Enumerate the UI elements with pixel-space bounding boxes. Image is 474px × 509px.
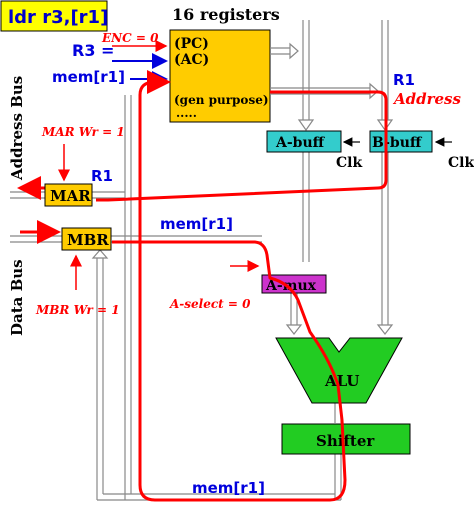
gen-purpose-label: (gen purpose) xyxy=(174,93,269,107)
r3-label: R3 xyxy=(72,41,95,60)
title-box xyxy=(0,0,108,32)
shifter xyxy=(281,423,411,455)
register-file xyxy=(169,29,271,123)
vertical-buses xyxy=(91,20,394,501)
mbr-wr-label: MBR Wr = 1 xyxy=(35,303,120,317)
pc-label: (PC) xyxy=(174,36,209,52)
r3-equals: = xyxy=(101,41,114,60)
enc-label: ENC = 0 xyxy=(101,31,159,45)
mar-label: MAR xyxy=(50,187,91,205)
memr1-bottom-label: mem[r1] xyxy=(192,479,265,497)
mbr-label: MBR xyxy=(67,231,109,249)
memr1-left-label: mem[r1] xyxy=(52,68,125,86)
a-buff xyxy=(266,130,342,153)
r1-top-label: R1 xyxy=(393,71,415,89)
alu-label: ALU xyxy=(324,372,359,390)
title-text: ldr r3,[r1] xyxy=(8,7,108,28)
a-select-label: A-select = 0 xyxy=(169,297,251,311)
clk-a-label: Clk xyxy=(336,155,362,171)
data-bus-label: Data Bus xyxy=(8,259,26,336)
address-bus-label: Address Bus xyxy=(8,76,26,181)
b-buff-label: B-buff xyxy=(372,135,423,151)
red-data-path xyxy=(96,80,388,502)
address-label: Address xyxy=(392,90,462,108)
regfile-output-arrows xyxy=(270,42,379,100)
alu xyxy=(275,337,403,404)
mar-wr-label: MAR Wr = 1 xyxy=(41,125,125,139)
registers-header: 16 registers xyxy=(172,5,280,24)
mar xyxy=(44,183,93,207)
a-buff-label: A-buff xyxy=(275,135,326,151)
registers-dots: ..... xyxy=(176,106,197,120)
shifter-label: Shifter xyxy=(316,432,375,450)
mbr xyxy=(61,227,112,251)
ac-label: (AC) xyxy=(174,52,209,68)
r1-mar-label: R1 xyxy=(91,167,113,185)
clk-b-label: Clk xyxy=(448,155,474,171)
memr1-mbr-label: mem[r1] xyxy=(160,215,233,233)
